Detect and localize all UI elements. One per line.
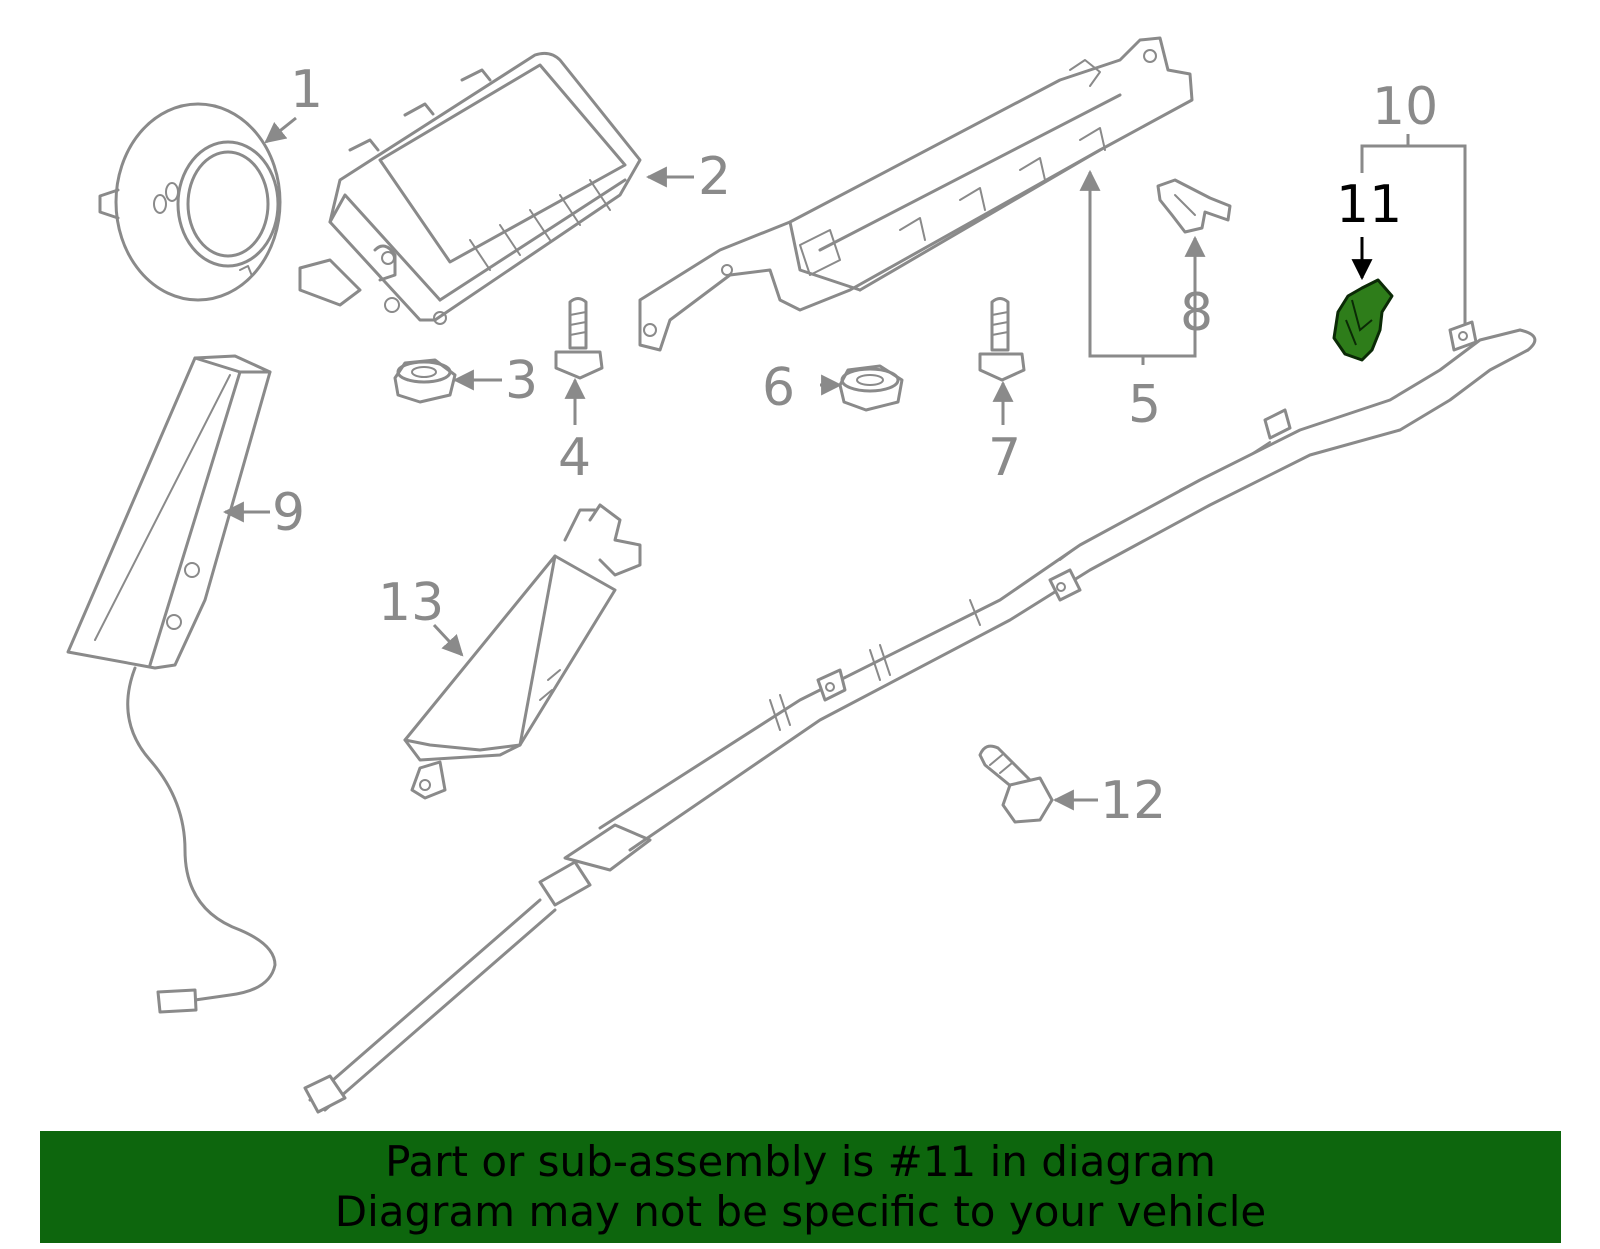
part-3-nut[interactable] — [393, 358, 457, 404]
part-12-bolt[interactable] — [978, 744, 1054, 824]
callout-12: 12 — [1100, 771, 1166, 831]
part-2-passenger-airbag[interactable] — [298, 51, 642, 325]
callout-13: 13 — [378, 573, 444, 633]
part-1-driver-airbag[interactable] — [98, 102, 282, 302]
part-10-curtain-airbag[interactable] — [303, 320, 1537, 1114]
callout-4: 4 — [558, 428, 591, 488]
banner-line-disclaimer: Diagram may not be specific to your vehi… — [334, 1187, 1267, 1236]
part-13-small-airbag[interactable] — [403, 503, 642, 800]
banner-line-part: Part or sub-assembly is #11 in diagram — [385, 1137, 1216, 1186]
callout-7: 7 — [988, 428, 1021, 488]
part-9-side-airbag[interactable] — [66, 354, 277, 1014]
callout-3: 3 — [505, 351, 538, 411]
part-4-bolt[interactable] — [554, 297, 604, 380]
part-11-clip-highlighted[interactable] — [1332, 278, 1394, 362]
callout-10: 10 — [1372, 77, 1438, 137]
callout-2: 2 — [698, 147, 731, 207]
leader-lines — [222, 116, 1467, 811]
callout-1: 1 — [290, 60, 323, 120]
part-11-shape — [1332, 278, 1394, 362]
part-7-bolt[interactable] — [978, 297, 1026, 382]
callout-5: 5 — [1128, 375, 1161, 435]
part-6-nut[interactable] — [838, 364, 904, 412]
part-5-knee-airbag-bracket[interactable] — [638, 36, 1194, 352]
part-8-clip[interactable] — [1156, 178, 1232, 234]
callout-11: 11 — [1336, 175, 1402, 235]
callout-9: 9 — [272, 483, 305, 543]
info-banner: Part or sub-assembly is #11 in diagram D… — [40, 1131, 1561, 1243]
callout-8: 8 — [1180, 283, 1213, 343]
callout-6: 6 — [762, 358, 795, 418]
